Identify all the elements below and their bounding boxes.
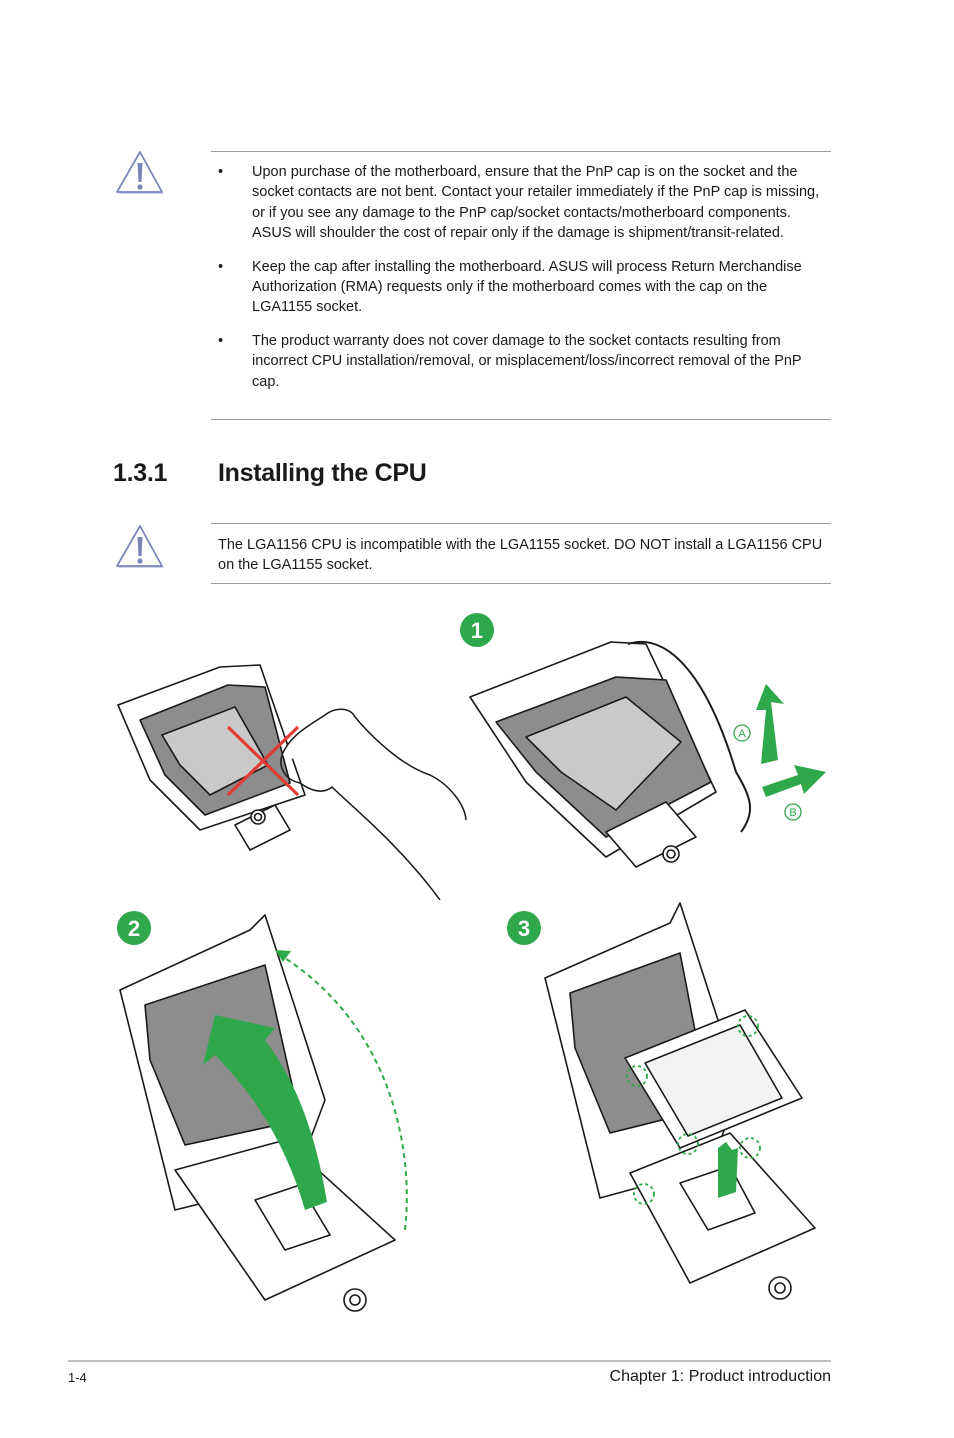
socket-lever-illustration — [469, 640, 826, 868]
cross-mark-icon — [226, 725, 300, 797]
section-heading: 1.3.1 Installing the CPU — [113, 459, 427, 488]
note-text: The LGA1156 CPU is incompatible with the… — [218, 537, 823, 574]
page-number: 1-4 — [68, 1370, 87, 1385]
footer-rule — [68, 1360, 831, 1362]
svg-text:B: B — [789, 807, 796, 819]
arrow-down-icon — [718, 1142, 738, 1200]
bullet-dot: • — [218, 258, 224, 275]
warning-bullet-1: •Upon purchase of the motherboard, ensur… — [218, 164, 820, 241]
warning-triangle-icon — [116, 525, 164, 568]
callout-a-badge: A — [733, 724, 751, 742]
cpu-insert-illustration — [544, 902, 816, 1300]
warning-top-rule — [211, 151, 831, 152]
socket-open-illustration — [119, 914, 408, 1312]
warning-bullet-2: •Keep the cap after installing the mothe… — [218, 258, 802, 316]
svg-text:3: 3 — [518, 916, 530, 941]
chapter-title: Chapter 1: Product introduction — [609, 1368, 831, 1385]
arrow-lift-icon — [203, 1015, 327, 1210]
svg-text:2: 2 — [128, 916, 140, 941]
step-2-badge: 2 — [117, 911, 151, 945]
callout-b-badge: B — [784, 803, 802, 821]
warning-bottom-rule — [211, 419, 831, 420]
dashed-arc — [279, 954, 408, 1231]
svg-text:1: 1 — [471, 618, 483, 643]
note-top-rule — [211, 523, 831, 524]
step-3-badge: 3 — [507, 911, 541, 945]
bullet-dot: • — [218, 333, 224, 350]
arrow-right-icon — [762, 765, 826, 797]
step-1-badge: 1 — [460, 613, 494, 647]
bullet-dot: • — [218, 164, 224, 180]
warning-triangle-icon — [116, 151, 164, 194]
section-title: Installing the CPU — [218, 459, 427, 487]
note-bottom-rule — [211, 583, 831, 584]
warning-bullet-3: •The product warranty does not cover dam… — [218, 333, 802, 390]
warning-bullet-list: •Upon purchase of the motherboard, ensur… — [218, 162, 830, 405]
svg-text:A: A — [738, 728, 746, 740]
section-number: 1.3.1 — [113, 459, 168, 487]
socket-hand-illustration — [117, 664, 467, 900]
arrow-up-icon — [756, 684, 784, 764]
